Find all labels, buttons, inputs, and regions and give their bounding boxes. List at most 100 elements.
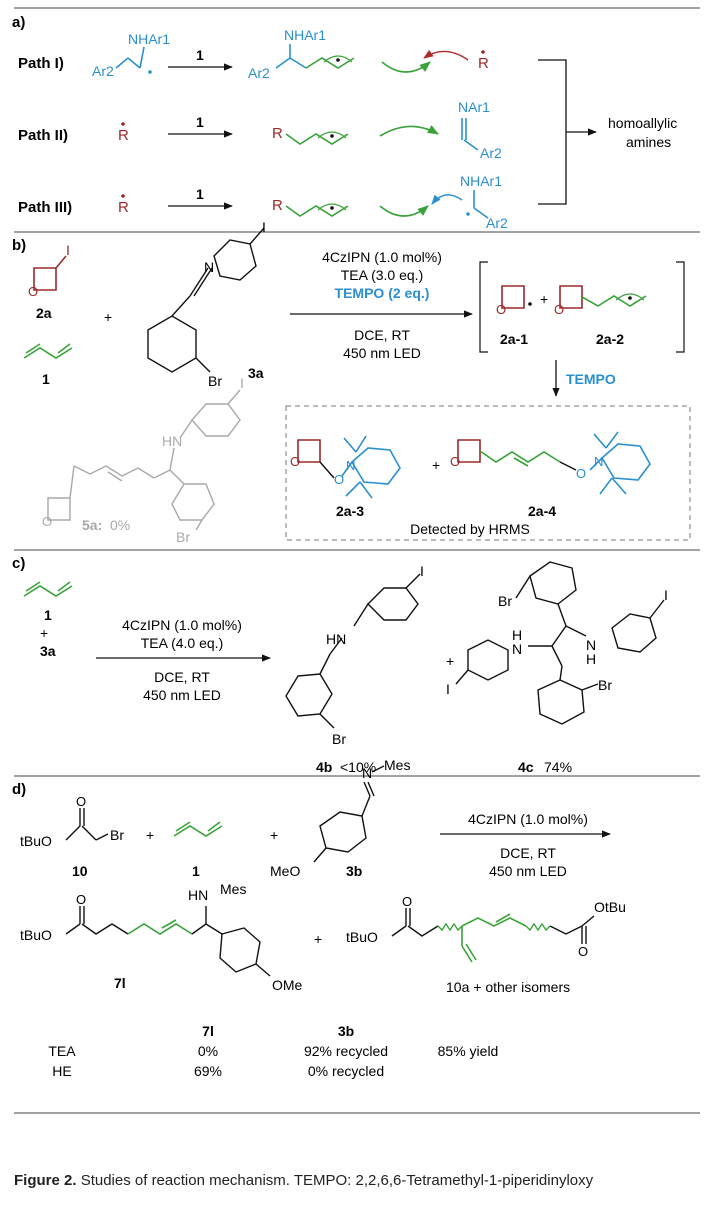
plus-d-1: +	[146, 827, 154, 843]
mes-7l: Mes	[220, 881, 246, 897]
cond-b-5: 450 nm LED	[343, 345, 421, 361]
radical-dot	[330, 134, 334, 138]
caption-text: Studies of reaction mechanism. TEMPO: 2,…	[80, 1172, 594, 1189]
plus-b-1: +	[104, 309, 112, 325]
path-3-catalyst: 1	[196, 186, 204, 202]
cond-b-4: DCE, RT	[354, 327, 410, 343]
path-2-product	[285, 131, 349, 145]
iodo-3a: I	[262, 219, 266, 235]
compound-1-c	[23, 581, 73, 597]
cond-d-2: DCE, RT	[500, 845, 556, 861]
iodo-4b: I	[420, 563, 424, 579]
tempo-arrow-label: TEMPO	[566, 371, 616, 387]
int-bracket-left	[479, 261, 488, 353]
path-bracket	[538, 59, 567, 205]
path-3-product-r: R	[272, 197, 283, 214]
compound-2a	[33, 255, 67, 291]
product-4c	[455, 561, 665, 725]
product-7l	[65, 906, 271, 977]
panel-d: d) O tBuO Br 10 + 1 + N Mes	[12, 757, 626, 1079]
radical-dot	[148, 70, 152, 74]
path-3-electron-arrow-2	[431, 194, 463, 205]
oxygen-2a-3-ring: O	[290, 454, 300, 469]
compound-1-d	[173, 821, 223, 837]
product-4b	[285, 573, 421, 729]
product-5a	[47, 389, 241, 531]
tbuo-10: tBuO	[20, 833, 52, 849]
label-7l: 7l	[114, 975, 126, 991]
label-2a: 2a	[36, 305, 52, 321]
panel-c: c) 1 + 3a 4CzIPN (1.0 mol%) TEA (4.0 eq.…	[12, 555, 668, 775]
path-1-product-ar: Ar2	[248, 65, 270, 81]
plus-d-3: +	[314, 931, 322, 947]
radical-dot	[330, 206, 334, 210]
label-1-c: 1	[44, 607, 52, 623]
outcome-line-2: amines	[626, 134, 671, 150]
path-2-electron-arrow	[379, 125, 439, 137]
panel-b-label: b)	[12, 237, 26, 254]
path-1-reactant-ar: Ar2	[92, 63, 114, 79]
plus-c-2: +	[446, 653, 454, 669]
oxygen-2a-2: O	[554, 302, 564, 317]
table-header-7l: 7l	[202, 1023, 214, 1039]
cond-c-4: 450 nm LED	[143, 687, 221, 703]
path-2-radical: R	[118, 127, 129, 144]
panel-d-label: d)	[12, 781, 26, 798]
hrms-caption: Detected by HRMS	[410, 521, 530, 537]
cond-b-1: 4CzIPN (1.0 mol%)	[322, 249, 442, 265]
meo-3b: MeO	[270, 863, 300, 879]
label-1-d: 1	[192, 863, 200, 879]
path-1-product	[275, 44, 355, 69]
hrms-box	[285, 405, 691, 541]
panel-a-label: a)	[12, 14, 25, 31]
table-row-he-7l: 69%	[194, 1063, 222, 1079]
label-10a: 10a + other isomers	[446, 979, 570, 995]
table-row-tea-7l: 0%	[198, 1043, 218, 1059]
iodo-5a: I	[240, 375, 244, 391]
path-2-label: Path II)	[18, 127, 68, 144]
adduct-2a-4	[457, 431, 651, 495]
cond-c-3: DCE, RT	[154, 669, 210, 685]
bromo-4c-top: Br	[498, 593, 512, 609]
path-1-catalyst: 1	[196, 47, 204, 63]
path-1-electron-arrow	[381, 61, 431, 73]
yield-4c: 74%	[544, 759, 572, 775]
radical-dot	[528, 302, 532, 306]
radical-dot	[628, 296, 632, 300]
hn-7l: HN	[188, 887, 208, 903]
iodo-2a: I	[66, 242, 70, 258]
path-2-product-r: R	[272, 125, 283, 142]
path-1-reactant-amine: NHAr1	[128, 31, 170, 47]
compound-3a	[147, 227, 265, 373]
plus-b-2: +	[540, 291, 548, 307]
cond-b-2: TEA (3.0 eq.)	[341, 267, 423, 283]
int-bracket-right	[676, 261, 685, 353]
cond-d-3: 450 nm LED	[489, 863, 567, 879]
radical-dot	[466, 212, 470, 216]
intermediate-2a-2	[559, 285, 647, 309]
table-row-tea-label: TEA	[48, 1043, 76, 1059]
cond-b-3: TEMPO (2 eq.)	[335, 285, 430, 301]
hn-4b: HN	[326, 631, 346, 647]
results-table: 7l 3b TEA 0% 92% recycled 85% yield HE 6…	[48, 1023, 498, 1079]
bromo-4c-bottom: Br	[598, 677, 612, 693]
label-3b: 3b	[346, 863, 362, 879]
panel-c-label: c)	[12, 555, 25, 572]
path-2-imine-label: NAr1	[458, 99, 490, 115]
cond-c-2: TEA (4.0 eq.)	[141, 635, 223, 651]
path-1-label: Path I)	[18, 55, 64, 72]
bromo-10: Br	[110, 827, 124, 843]
oxygen-2a: O	[28, 284, 38, 299]
path-1-electron-arrow-2	[423, 49, 469, 61]
adduct-2a-3	[297, 435, 401, 499]
path-2-imine-ar: Ar2	[480, 145, 502, 161]
label-4c: 4c	[518, 759, 534, 775]
path-3-amine	[473, 190, 489, 219]
hydrogen-4c-right: H	[586, 651, 596, 667]
label-1-b: 1	[42, 371, 50, 387]
intermediate-2a-1	[501, 285, 525, 309]
oxygen-2a-4-link: O	[576, 466, 586, 481]
path-3-amine-label: NHAr1	[460, 173, 502, 189]
outcome-line-1: homoallylic	[608, 115, 677, 131]
compound-1-b	[23, 343, 73, 359]
